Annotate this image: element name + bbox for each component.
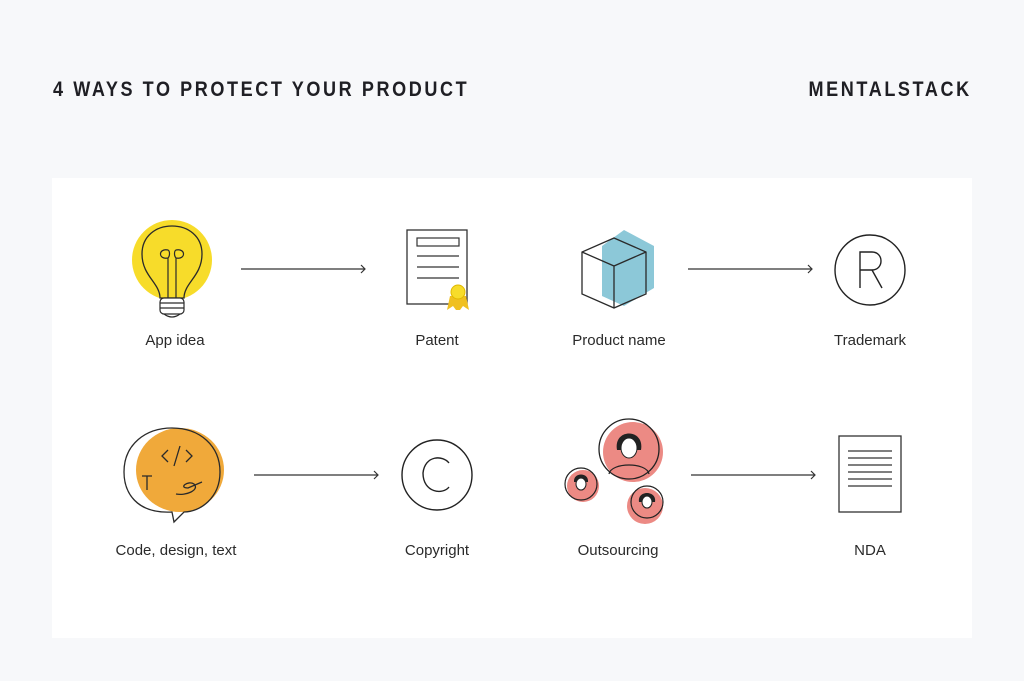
copyright-icon: [337, 437, 537, 513]
patent-document-icon: [337, 226, 537, 316]
page-title: 4 WAYS TO PROTECT YOUR PRODUCT: [53, 78, 470, 101]
label-copyright: Copyright: [404, 542, 470, 559]
arrow-icon: [691, 470, 816, 480]
people-icon: [518, 416, 718, 528]
diagram-card: App idea Patent Product name Trademark: [52, 178, 972, 638]
label-outsourcing: Outsourcing: [577, 542, 659, 559]
nda-document-icon: [770, 435, 970, 515]
arrow-icon: [254, 470, 379, 480]
label-product-name: Product name: [572, 332, 666, 349]
cube-icon: [519, 226, 719, 312]
speech-bubble-code-icon: [76, 422, 276, 532]
brand-logo: MENTALSTACK: [808, 78, 972, 101]
label-code-design-text: Code, design, text: [115, 542, 237, 559]
label-trademark: Trademark: [834, 332, 906, 349]
label-nda: NDA: [854, 542, 886, 559]
label-app-idea: App idea: [145, 332, 205, 349]
arrow-icon: [688, 264, 813, 274]
registered-trademark-icon: [770, 232, 970, 308]
arrow-icon: [241, 264, 366, 274]
lightbulb-icon: [75, 218, 275, 328]
label-patent: Patent: [415, 332, 459, 349]
